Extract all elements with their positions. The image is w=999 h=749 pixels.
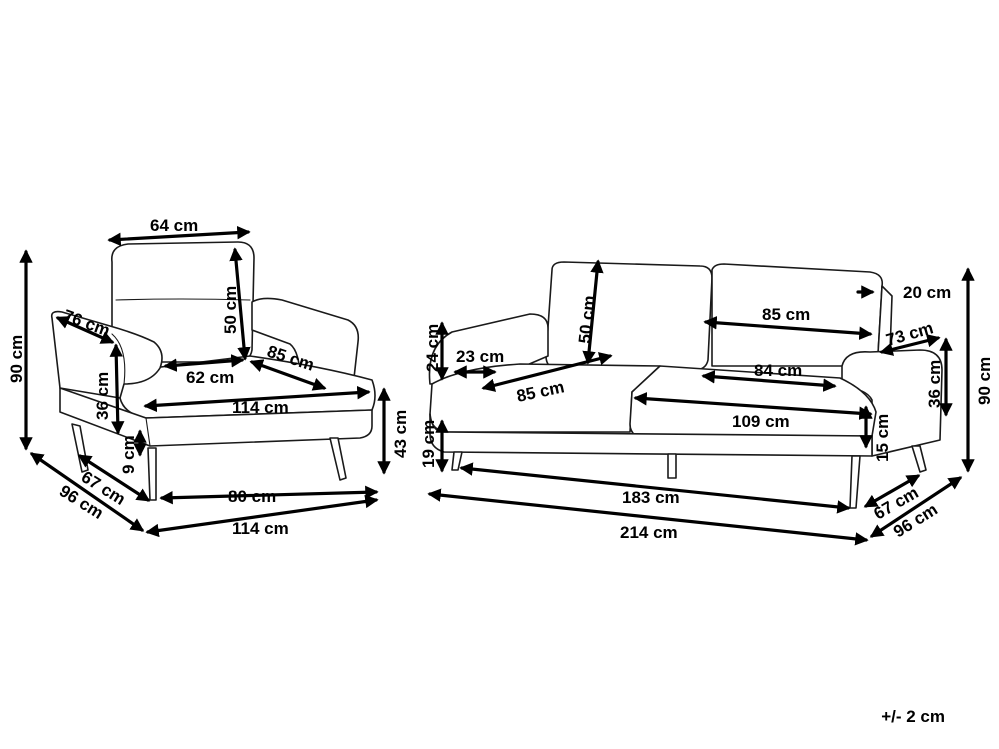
sofa-leg-middle: [667, 453, 677, 479]
dim-line: [109, 343, 125, 435]
dim-line: [481, 352, 613, 392]
sofa-back-cushion-left: [545, 261, 713, 371]
dim-line: [29, 452, 145, 532]
dim-label-sofa-cushion-thickness: 15 cm: [873, 414, 892, 462]
armchair-leg-front-right: [147, 447, 157, 501]
dim-line: [145, 494, 379, 538]
dim-label-armchair-total-width: 114 cm: [232, 519, 289, 538]
dim-label-sofa-arm-top-height: 24 cm: [423, 324, 442, 372]
dim-line: [55, 316, 115, 344]
armchair-base-seam: [145, 417, 151, 447]
armchair-right-arm: [251, 297, 360, 381]
dim-label-sofa-total-width: 214 cm: [620, 523, 678, 542]
dim-label-sofa-arm-width: 23 cm: [456, 347, 504, 366]
dim-line: [229, 247, 251, 361]
dim-label-sofa-back-cushion-width: 85 cm: [762, 305, 810, 324]
dim-label-armchair-seat-width: 114 cm: [232, 398, 289, 417]
armchair-leg-back-right: [329, 437, 347, 481]
sofa-leg-right-back: [911, 445, 927, 473]
dim-line: [143, 385, 371, 413]
dim-line: [701, 370, 837, 392]
dim-line: [582, 259, 604, 365]
tolerance-note: +/- 2 cm: [881, 707, 945, 726]
sofa-leg-right-front: [849, 455, 861, 509]
dim-line: [633, 392, 873, 420]
dim-line: [869, 476, 963, 538]
dim-label-sofa-seat-width: 109 cm: [732, 412, 790, 431]
dim-label-armchair-backrest-height: 50 cm: [221, 286, 240, 334]
dim-label-armchair-back-cushion-width: 62 cm: [186, 368, 234, 387]
dim-line: [107, 225, 251, 247]
dim-label-sofa-seat-cushion-depth-right: 84 cm: [754, 361, 802, 380]
dim-line: [879, 334, 941, 356]
dim-label-armchair-seat-height: 43 cm: [391, 410, 410, 458]
dim-label-sofa-back-offset: 20 cm: [903, 283, 951, 302]
dim-label-sofa-arm-height: 36 cm: [925, 360, 944, 408]
sofa-base: [429, 413, 873, 457]
dim-line: [427, 488, 869, 546]
dim-label-armchair-base-width: 80 cm: [228, 487, 276, 506]
dim-label-armchair-seat-width-top: 64 cm: [150, 216, 198, 235]
dim-line: [703, 316, 873, 340]
dim-line: [249, 359, 327, 391]
dim-label-armchair-arm-height: 36 cm: [93, 372, 112, 420]
dim-label-armchair-cushion-thickness: 9 cm: [119, 435, 138, 474]
armchair-leg-front-left: [71, 423, 89, 473]
sofa-leg-left: [451, 451, 463, 471]
dim-label-sofa-total-height: 90 cm: [975, 357, 994, 405]
dim-label-sofa-base-width: 183 cm: [622, 488, 680, 507]
dim-label-sofa-backrest-height: 50 cm: [575, 294, 599, 344]
dim-line: [163, 354, 245, 372]
dim-label-armchair-total-height: 90 cm: [7, 335, 26, 383]
dim-label-sofa-leg-height: 19 cm: [419, 420, 438, 468]
